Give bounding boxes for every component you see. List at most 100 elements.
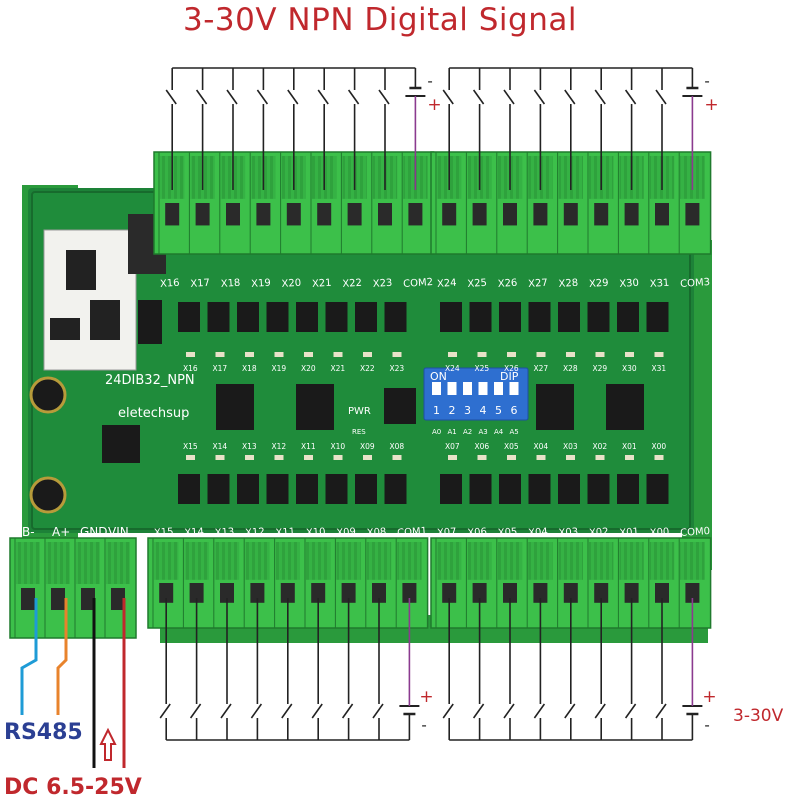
top-terminal-wire-hole — [347, 203, 362, 226]
bottom-terminal-label: X10 — [306, 527, 326, 539]
capacitor-top — [29, 376, 67, 414]
top-terminal-label: X22 — [342, 278, 362, 290]
bottom-terminal-screw-slot[interactable] — [397, 542, 422, 580]
bottom-terminal-wire-hole — [655, 583, 669, 603]
dip-switch-knob[interactable] — [463, 382, 472, 395]
status-led — [392, 455, 402, 460]
bottom-terminal-screw-slot[interactable] — [336, 542, 361, 580]
bottom-terminal-wire-hole — [311, 583, 326, 603]
bottom-terminal-screw-slot[interactable] — [366, 542, 392, 580]
bottom-terminal-screw-slot[interactable] — [245, 542, 270, 580]
bottom-terminal-screw-slot[interactable] — [497, 542, 523, 580]
optocoupler — [558, 474, 580, 504]
power-terminal-screw-slot[interactable] — [76, 542, 100, 584]
switch-contact — [220, 703, 232, 719]
top-terminal-wire-hole — [472, 203, 487, 226]
res-label: RES — [352, 428, 366, 436]
dip-switch-knob[interactable] — [432, 382, 441, 395]
dip-switch-knob[interactable] — [447, 382, 457, 395]
bottom-terminal-label: X02 — [589, 527, 609, 539]
bottom-terminal-screw-slot[interactable] — [437, 542, 462, 580]
top-terminal-label: X16 — [160, 278, 180, 290]
led-label: X15 — [183, 442, 198, 451]
dip-switch-knob[interactable] — [478, 382, 488, 395]
status-led — [477, 455, 487, 460]
top-terminal-label: X30 — [619, 278, 639, 290]
switch-contact — [624, 703, 637, 719]
dip-switch-knob[interactable] — [494, 382, 503, 395]
header-pins — [138, 300, 162, 344]
power-terminal-screw-slot[interactable] — [16, 542, 40, 584]
ic-chip — [606, 384, 644, 430]
top-terminal-wire-hole — [195, 203, 210, 226]
bottom-terminal-screw-slot[interactable] — [589, 542, 614, 580]
dip-switch-knob[interactable] — [509, 382, 519, 395]
bottom-terminal-screw-slot[interactable] — [184, 542, 209, 580]
switch-contact — [503, 89, 515, 105]
bottom-terminal-screw-slot[interactable] — [558, 542, 583, 580]
optocoupler — [325, 302, 348, 332]
inductor — [102, 425, 140, 463]
optocoupler — [178, 474, 200, 504]
power-terminal-wire-hole — [21, 588, 35, 610]
power-terminal-screw-slot[interactable] — [106, 542, 130, 584]
battery-plus-sign: + — [704, 95, 718, 115]
optocoupler — [587, 474, 610, 504]
address-label: A0 — [432, 428, 441, 436]
optocoupler — [207, 474, 230, 504]
switch-contact — [372, 703, 384, 719]
led-label: X11 — [301, 442, 316, 451]
top-terminal-label: X24 — [437, 278, 457, 290]
led-label: X01 — [622, 442, 637, 451]
top-terminal-label: X26 — [497, 278, 517, 290]
bottom-terminal-label: X03 — [558, 527, 578, 539]
status-led — [245, 352, 254, 357]
top-terminal-wire-hole — [442, 203, 457, 226]
top-terminal-label: X19 — [251, 278, 271, 290]
status-led — [274, 455, 284, 460]
optocoupler — [499, 302, 521, 332]
switch-contact — [533, 89, 546, 105]
led-label: X26 — [504, 364, 519, 373]
switch-contact — [195, 89, 208, 105]
top-terminal-label: COM2 — [403, 277, 434, 290]
status-led — [477, 352, 487, 357]
power-terminal-screw-slot[interactable] — [46, 542, 70, 584]
top-terminal-label: X28 — [558, 278, 578, 290]
bottom-terminal-wire-hole — [402, 583, 417, 603]
dip-number: 4 — [480, 404, 487, 417]
optocoupler — [528, 302, 551, 332]
bottom-terminal-screw-slot[interactable] — [275, 542, 300, 580]
top-terminal-label: X17 — [190, 278, 210, 290]
bottom-terminal-screw-slot[interactable] — [680, 542, 705, 580]
bottom-terminal-screw-slot[interactable] — [154, 542, 179, 580]
led-label: X29 — [593, 364, 608, 373]
power-terminal-label: GND — [80, 525, 108, 539]
bottom-terminal-wire-hole — [472, 583, 487, 603]
dip-switch[interactable] — [423, 367, 529, 421]
bottom-terminal-label: COM1 — [397, 526, 428, 539]
optocoupler — [646, 474, 669, 504]
battery-minus-sign: - — [421, 716, 426, 734]
bottom-terminal-screw-slot[interactable] — [528, 542, 553, 580]
switch-contact — [564, 89, 576, 105]
top-terminal-label: X21 — [312, 278, 332, 290]
led-label: X05 — [504, 442, 519, 451]
switch-contact — [655, 89, 667, 105]
bottom-terminal-screw-slot[interactable] — [649, 542, 675, 580]
led-label: X17 — [213, 364, 228, 373]
module-chip-2 — [90, 300, 120, 340]
bottom-terminal-screw-slot[interactable] — [467, 542, 492, 580]
module-chip — [66, 250, 96, 290]
bottom-terminal-screw-slot[interactable] — [619, 542, 644, 580]
led-label: X09 — [360, 442, 375, 451]
dip-on-label: ON — [430, 370, 447, 383]
bottom-terminal-label: X12 — [245, 527, 265, 539]
status-led — [566, 455, 575, 460]
bottom-terminal-label: X01 — [619, 527, 639, 539]
top-terminal-wire-hole — [594, 203, 609, 226]
status-led — [536, 352, 546, 357]
bottom-terminal-screw-slot[interactable] — [306, 542, 331, 580]
bottom-terminal-screw-slot[interactable] — [214, 542, 240, 580]
